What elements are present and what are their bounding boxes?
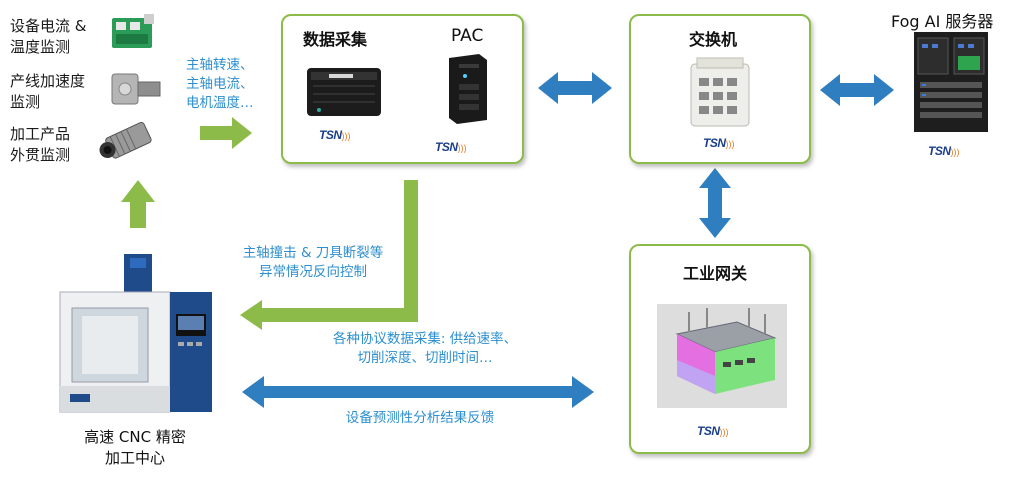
tsn-logo-server: TSN))) <box>928 144 960 158</box>
data-collection-box: 数据采集 PAC TSN))) TSN))) <box>281 14 524 164</box>
gateway-icon <box>657 304 787 412</box>
cnc-machine-icon <box>56 250 216 422</box>
server-title: Fog AI 服务器 <box>891 12 994 31</box>
gateway-title: 工业网关 <box>683 264 748 283</box>
switch-box: 交换机 TSN))) <box>629 14 811 164</box>
feedback-label: 设备预测性分析结果反馈 <box>345 410 495 426</box>
blue-arrow-pac-switch <box>538 72 612 104</box>
accelerometer-icon <box>108 68 164 114</box>
tsn-logo-pac: TSN))) <box>435 140 467 154</box>
blue-arrow-switch-gateway <box>699 168 731 238</box>
blue-arrow-switch-server <box>820 74 894 106</box>
pac-title: PAC <box>451 26 484 46</box>
green-arrow-to-collection <box>200 117 252 149</box>
reverse-control-label: 主轴撞击 & 刀具断裂等 异常情况反向控制 <box>242 245 384 280</box>
sensor-label-current: 设备电流 & 温度监测 <box>10 17 87 56</box>
spindle-data-label: 主轴转速、 主轴电流、 电机温度… <box>186 57 254 111</box>
cnc-label: 高速 CNC 精密 加工中心 <box>84 428 186 467</box>
server-icon <box>912 30 992 138</box>
gateway-box: 工业网关 TSN))) <box>629 244 811 454</box>
tsn-logo-gateway: TSN))) <box>697 424 729 438</box>
green-control-arrow <box>240 180 418 330</box>
current-sensor-icon <box>108 12 156 58</box>
protocol-collection-label: 各种协议数据采集: 供给速率、 切削深度、切削时间… <box>332 331 518 366</box>
pac-icon <box>445 54 491 128</box>
tsn-logo-collector: TSN))) <box>319 128 351 142</box>
sensor-label-acceleration: 产线加速度 监测 <box>10 72 86 111</box>
camera-icon <box>98 120 156 168</box>
sensor-label-appearance: 加工产品 外贯监测 <box>10 125 71 164</box>
data-collection-title: 数据采集 <box>303 30 368 49</box>
green-arrow-up <box>121 180 155 228</box>
blue-arrow-cnc-gateway <box>242 376 594 408</box>
tsn-logo-switch: TSN))) <box>703 136 735 150</box>
data-collector-icon <box>305 58 385 124</box>
switch-title: 交换机 <box>689 30 738 49</box>
switch-icon <box>683 56 757 134</box>
